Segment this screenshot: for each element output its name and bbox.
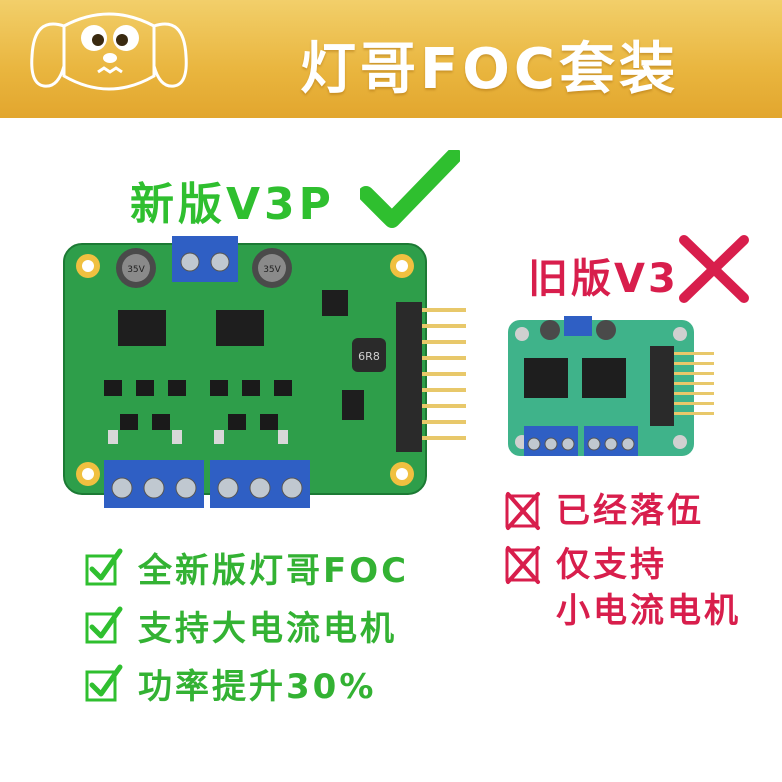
list-item: 功率提升30% [84,654,409,712]
feature-list: 全新版灯哥FOC 支持大电流电机 功率提升30% [84,538,409,712]
header-banner: 灯哥FOC套装 [0,0,782,118]
list-item: 全新版灯哥FOC [84,538,409,596]
foc-board-v3p-image: 35V 35V 6R8 [63,236,466,508]
checkbox-checked-icon [85,664,123,702]
cap-left-label: 35V [127,265,145,275]
list-item: 支持大电流电机 [84,596,409,654]
inductor-label: 6R8 [358,350,380,363]
cross-icon [679,235,749,303]
list-item: 已经落伍 [504,488,741,534]
drawback-text: 已经落伍 [556,491,704,531]
feature-text: 全新版灯哥FOC [138,550,410,591]
checkbox-crossed-icon [505,546,540,584]
checkbox-crossed-icon [505,492,540,530]
check-icon [360,150,460,228]
drawback-text: 仅支持 小电流电机 [556,545,741,631]
foc-board-v3-image [508,316,714,456]
new-version-label: 新版V3P [130,179,335,230]
feature-text: 支持大电流电机 [138,608,397,649]
dog-logo-icon [30,12,188,91]
checkbox-checked-icon [85,548,123,586]
checkbox-checked-icon [85,606,123,644]
list-item: 仅支持 小电流电机 [504,542,741,634]
page-title: 灯哥FOC套装 [300,37,679,102]
feature-text: 功率提升30% [138,666,377,707]
drawback-list: 已经落伍 仅支持 小电流电机 [504,488,741,642]
cap-right-label: 35V [263,265,281,275]
old-version-label: 旧版V3 [528,256,679,302]
